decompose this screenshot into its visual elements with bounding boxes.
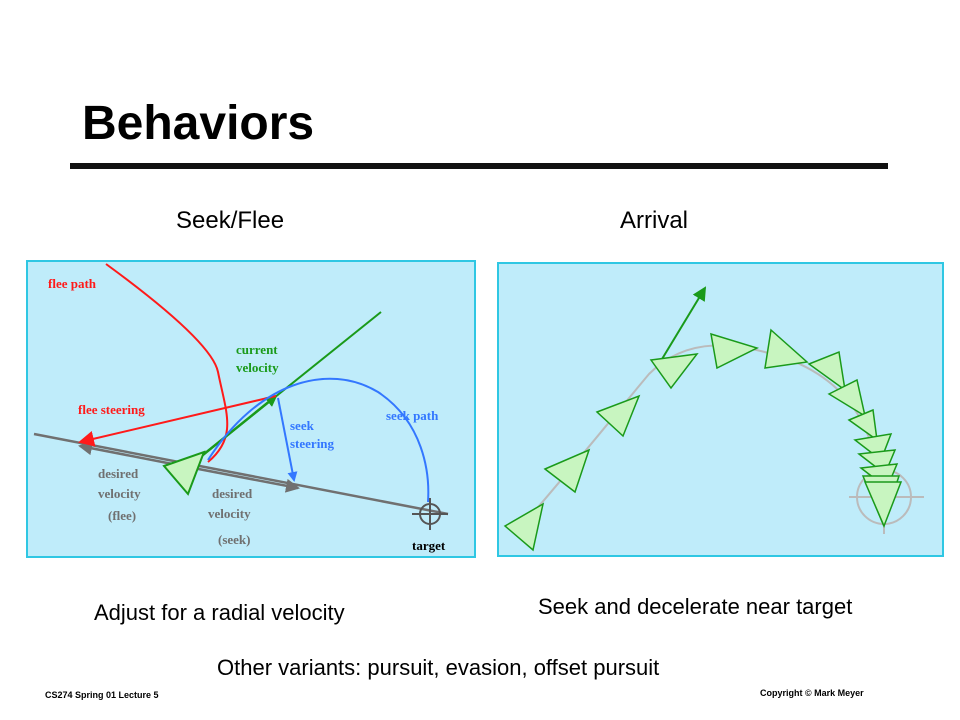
footer-copyright: Copyright © Mark Meyer [760,688,864,698]
seek-steering-label-1: seek [290,418,315,433]
seek-path-curve [207,377,430,503]
vehicle-triangle [162,450,206,496]
desired-flee-label-2: velocity [98,486,141,501]
seek-flee-svg: flee path current velocity flee steering… [33,263,449,553]
seek-steering-label-2: steering [290,436,335,451]
target-label: target [412,538,446,553]
desired-seek-label-1: desired [212,486,253,501]
arrival-svg [503,286,924,552]
current-velocity-label-1: current [236,342,278,357]
desired-seek-label-3: (seek) [218,532,251,547]
desired-velocity-line [33,432,449,516]
vehicle-triangle-6 [764,328,809,369]
footer-note: Other variants: pursuit, evasion, offset… [217,655,660,680]
arrival-vehicles [503,328,903,552]
arrival-diagram [497,262,944,557]
vehicle-triangle-5 [710,332,760,370]
vehicle-triangle-9 [847,408,878,442]
seek-flee-label: Seek/Flee [176,207,285,234]
seek-flee-diagram: flee path current velocity flee steering… [26,260,476,558]
flee-steering-arrow [78,395,277,447]
vehicle-triangle-4 [649,353,699,390]
seek-steering-arrow [277,397,298,482]
title-underline [70,163,888,169]
vehicle-triangle-7 [807,350,847,392]
caption-right: Seek and decelerate near target [538,594,853,619]
vehicle-triangle-14 [863,481,903,528]
seek-path-label: seek path [386,408,439,423]
slide-title: Behaviors [82,97,315,150]
desired-seek-arrow [187,465,300,493]
desired-flee-label-3: (flee) [108,508,136,523]
current-velocity-label-2: velocity [236,360,279,375]
flee-path-label: flee path [48,276,97,291]
footer-course: CS274 Spring 01 Lecture 5 [45,690,159,700]
desired-flee-label-1: desired [98,466,139,481]
vehicle-triangle-8 [827,378,867,418]
target-crosshair-icon [412,498,448,530]
desired-seek-label-2: velocity [208,506,251,521]
arrival-velocity-arrow [658,286,707,365]
vehicle-triangle-2 [543,448,591,494]
arrival-label: Arrival [620,207,689,234]
vehicle-triangle-1 [503,502,545,552]
caption-left: Adjust for a radial velocity [94,600,345,625]
flee-steering-label: flee steering [78,402,145,417]
vehicle-triangle-3 [595,394,641,438]
